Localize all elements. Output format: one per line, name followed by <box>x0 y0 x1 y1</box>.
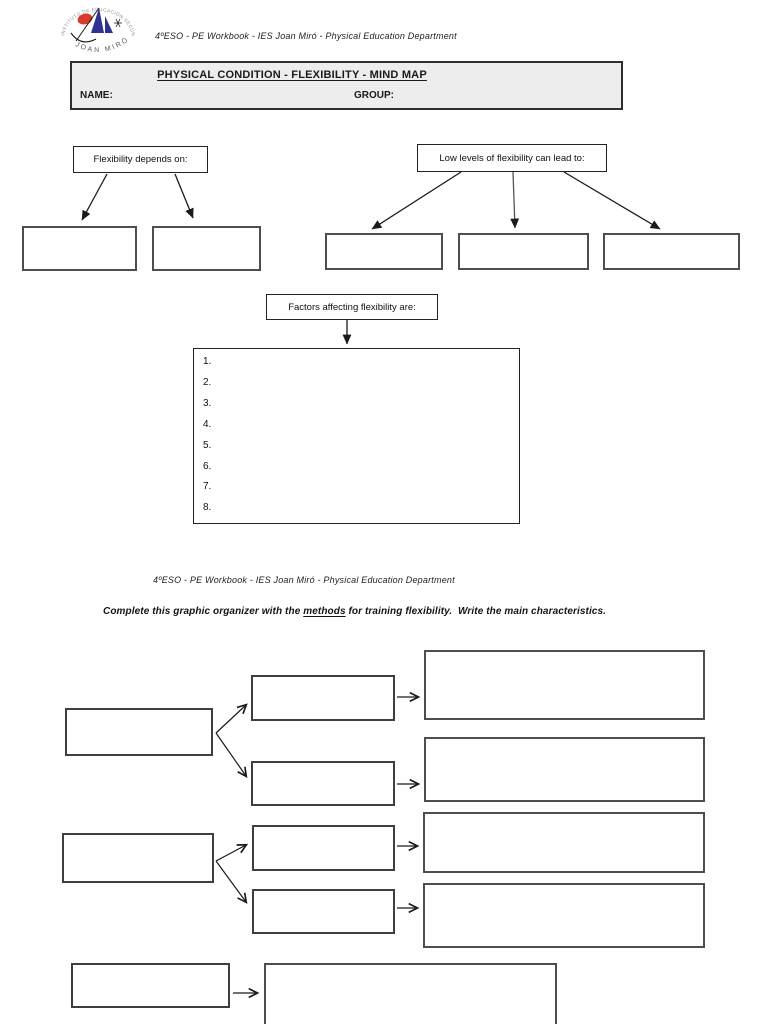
organizer-method-box-3 <box>252 825 395 871</box>
instruction-post: for training flexibility. Write the main… <box>345 606 607 617</box>
organizer-method-box-1 <box>251 675 395 721</box>
title-box: PHYSICAL CONDITION - FLEXIBILITY - MIND … <box>70 61 623 110</box>
list-number: 4. <box>203 418 212 430</box>
logo-blue-sail-icon <box>91 8 104 33</box>
arrow-depends-2 <box>174 173 194 219</box>
logo-red-dot-icon <box>77 13 93 25</box>
list-number: 6. <box>203 460 212 472</box>
low-levels-label-box: Low levels of flexibility can lead to: <box>417 144 607 172</box>
factors-label: Factors affecting flexibility are: <box>288 301 416 313</box>
instruction-text: Complete this graphic organizer with the… <box>103 606 683 617</box>
arrow-low-1 <box>371 171 462 230</box>
logo-arc-bottom-text: JOAN MIRÓ <box>74 34 129 54</box>
organizer-characteristics-box-1 <box>424 650 705 720</box>
factors-list-box: 1. 2. 3. 4. 5. 6. 7. 8. <box>193 348 520 524</box>
list-number: 2. <box>203 376 212 388</box>
arrow-organizer-a1 <box>215 703 248 734</box>
worksheet-title: PHYSICAL CONDITION - FLEXIBILITY - MIND … <box>157 69 427 81</box>
organizer-characteristics-box-5 <box>264 963 557 1024</box>
factors-label-box: Factors affecting flexibility are: <box>266 294 438 320</box>
logo-star-icon <box>114 18 122 28</box>
low-levels-label: Low levels of flexibility can lead to: <box>439 152 585 164</box>
low-levels-answer-box-3 <box>603 233 740 270</box>
logo-blue-sail-small-icon <box>105 16 113 33</box>
logo-mast-line <box>75 7 100 42</box>
page-header-2: 4ºESO - PE Workbook - IES Joan Miró - Ph… <box>153 575 455 585</box>
instruction-methods: methods <box>303 606 346 617</box>
logo-swash-line <box>70 32 97 43</box>
list-number: 1. <box>203 356 212 367</box>
list-number: 7. <box>203 481 212 493</box>
organizer-characteristics-box-4 <box>423 883 705 948</box>
low-levels-answer-box-1 <box>325 233 443 270</box>
group-label: GROUP: <box>354 90 394 101</box>
list-number: 5. <box>203 439 212 451</box>
organizer-source-box-3 <box>71 963 230 1008</box>
organizer-source-box-1 <box>65 708 213 756</box>
depends-answer-box-2 <box>152 226 261 271</box>
depends-answer-box-1 <box>22 226 137 271</box>
arrow-organizer-b1 <box>215 843 249 862</box>
list-number: 3. <box>203 397 212 409</box>
arrow-organizer-b2 <box>215 860 248 904</box>
list-number: 8. <box>203 502 212 514</box>
arrow-depends-1 <box>81 173 108 221</box>
depends-label-box: Flexibility depends on: <box>73 146 208 173</box>
instruction-pre: Complete this graphic organizer with the <box>103 606 304 617</box>
depends-label: Flexibility depends on: <box>93 154 188 165</box>
school-logo: INSTITUTO DE EDUCACIÓN SECUNDARIA JOAN M… <box>55 2 135 54</box>
page-header: 4ºESO - PE Workbook - IES Joan Miró - Ph… <box>155 31 457 41</box>
organizer-characteristics-box-2 <box>424 737 705 802</box>
arrow-low-2 <box>510 171 520 229</box>
svg-text:JOAN MIRÓ: JOAN MIRÓ <box>74 34 131 54</box>
organizer-method-box-4 <box>252 889 395 934</box>
organizer-method-box-2 <box>251 761 395 806</box>
name-label: NAME: <box>80 90 113 101</box>
organizer-characteristics-box-3 <box>423 812 705 873</box>
arrow-organizer-a2 <box>215 732 248 778</box>
low-levels-answer-box-2 <box>458 233 589 270</box>
arrow-low-3 <box>563 171 661 230</box>
organizer-source-box-2 <box>62 833 214 883</box>
